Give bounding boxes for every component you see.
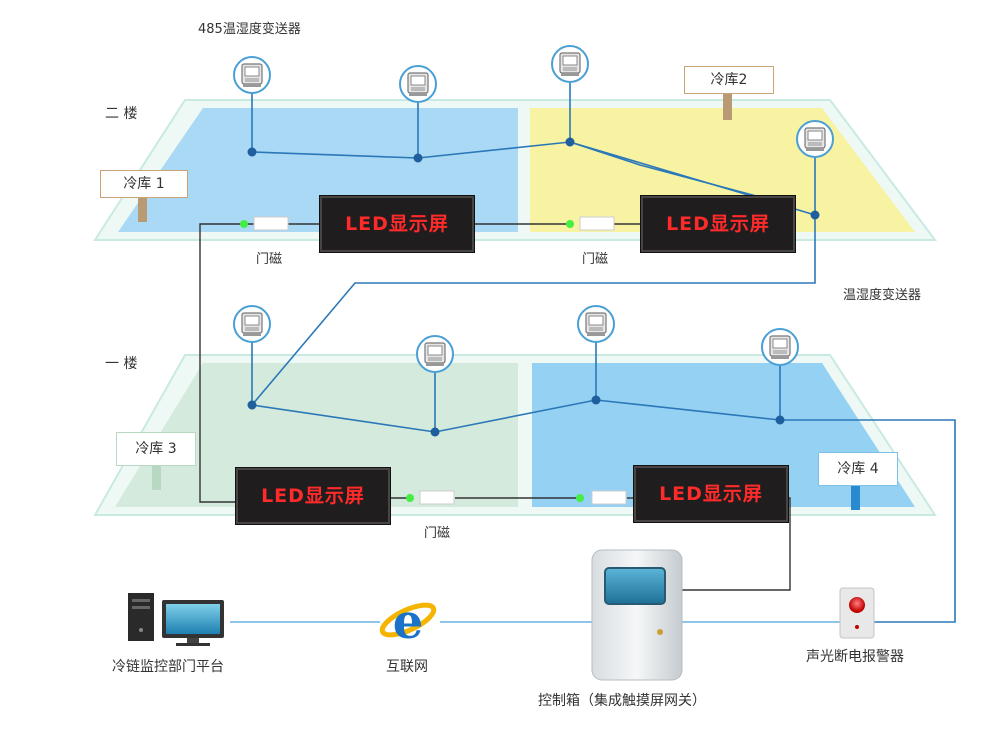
cold-room-3-area xyxy=(115,363,518,507)
sign-post-1 xyxy=(138,198,147,222)
door-sensor-1 xyxy=(240,216,289,231)
thermo-hygrometer-icon xyxy=(399,65,437,103)
alarm-light-icon xyxy=(839,587,875,639)
control-box-label: 控制箱（集成触摸屏网关） xyxy=(538,693,706,709)
svg-text:e: e xyxy=(393,594,424,650)
led-display-1: LED显示屏 xyxy=(320,196,474,252)
led-display-4: LED显示屏 xyxy=(634,466,788,522)
thermo-hygrometer-icon xyxy=(577,305,615,343)
junction-dots xyxy=(247,137,820,437)
internet-label: 互联网 xyxy=(386,659,428,675)
platform-label: 冷链监控部门平台 xyxy=(112,659,224,675)
sign-post-2 xyxy=(723,94,732,120)
thermo-hygrometer-icon xyxy=(761,328,799,366)
transmitter-label: 温湿度变送器 xyxy=(843,288,922,303)
transmitter-485-label: 485温湿度变送器 xyxy=(198,22,301,37)
desktop-computer-icon xyxy=(128,593,224,646)
cold-room-1-sign: 冷库 1 xyxy=(100,170,188,198)
thermo-hygrometer-icon xyxy=(796,120,834,158)
door-sensor-3 xyxy=(406,490,455,505)
thermo-hygrometer-icon xyxy=(551,45,589,83)
alarm-label: 声光断电报警器 xyxy=(806,649,904,665)
inter-floor-link xyxy=(251,215,816,406)
door-sensor-label-3: 门磁 xyxy=(424,526,451,541)
cold-room-4-sign: 冷库 4 xyxy=(818,452,898,486)
door-sensor-label-1: 门磁 xyxy=(256,252,283,267)
sign-post-4 xyxy=(851,484,860,510)
sign-post-3 xyxy=(152,464,161,490)
cold-room-3-sign: 冷库 3 xyxy=(116,432,196,466)
cold-room-2-sign: 冷库2 xyxy=(684,66,774,94)
floor-1-platform xyxy=(93,354,937,516)
door-sensor-4 xyxy=(576,490,627,505)
floor-2-label: 二 楼 xyxy=(105,106,138,122)
door-sensor-label-2: 门磁 xyxy=(582,252,609,267)
door-sensor-2 xyxy=(566,216,615,231)
thermo-hygrometer-icon xyxy=(233,305,271,343)
thermo-hygrometer-icon xyxy=(233,56,271,94)
control-cabinet-icon xyxy=(591,549,683,681)
led-display-2: LED显示屏 xyxy=(641,196,795,252)
led-display-3: LED显示屏 xyxy=(236,468,390,524)
thermo-hygrometer-icon xyxy=(416,335,454,373)
floor-1-label: 一 楼 xyxy=(105,356,138,372)
internet-explorer-icon: e xyxy=(379,594,437,650)
